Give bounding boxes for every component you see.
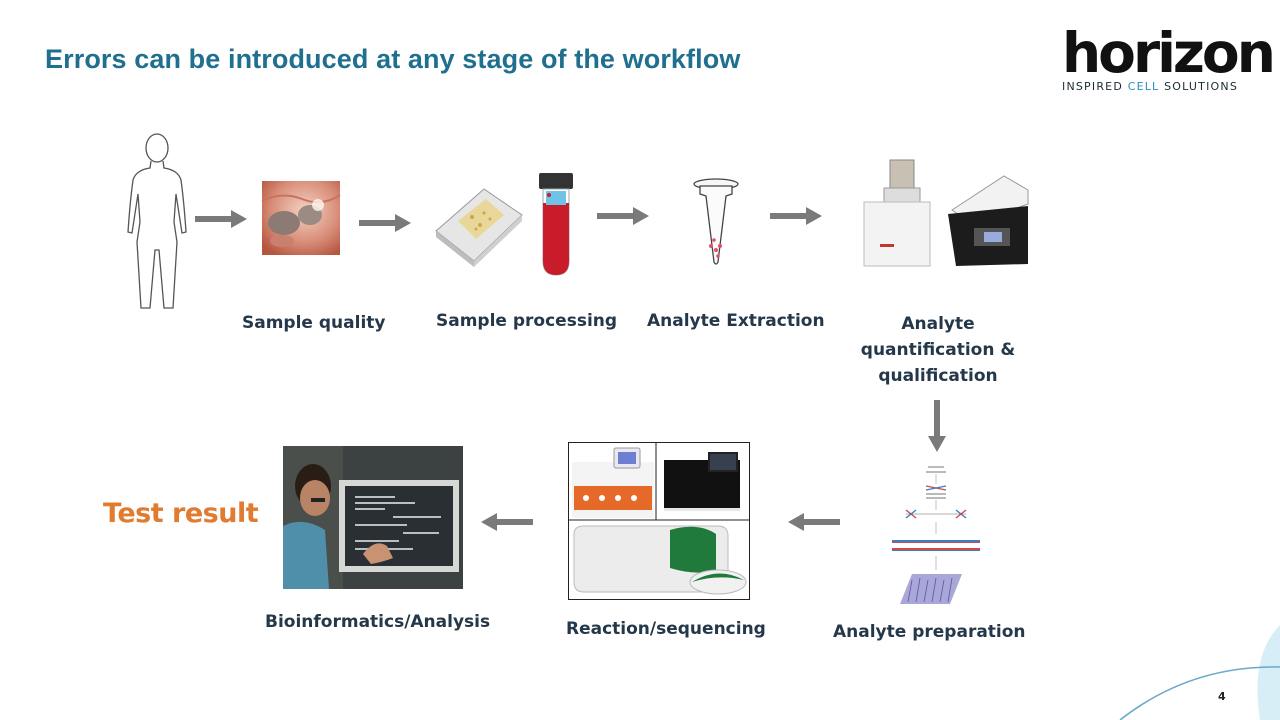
logo-tagline-pre: INSPIRED [1062, 80, 1128, 93]
logo-tagline: INSPIRED CELL SOLUTIONS [1062, 80, 1238, 93]
arrow-right-3 [597, 207, 649, 225]
microtube-image [693, 178, 739, 265]
arrow-left-1 [788, 513, 840, 531]
tissue-cassette-image [435, 188, 523, 267]
bioinformatics-photo [283, 446, 463, 589]
label-quant-line2: quantification & [860, 340, 1016, 360]
label-reaction-sequencing: Reaction/sequencing [566, 619, 766, 639]
tissue-sample-image [261, 181, 341, 255]
blood-tube-image [539, 173, 573, 276]
label-bioinformatics: Bioinformatics/Analysis [265, 612, 491, 632]
corner-swoosh-decoration [1119, 625, 1280, 720]
sequencers-image [568, 442, 750, 600]
label-quant-line3: qualification [878, 366, 998, 386]
arrow-down [928, 400, 946, 452]
label-analyte-quantification: Analyte quantification & qualification [858, 311, 1018, 389]
arrow-left-2 [481, 513, 533, 531]
logo-tagline-post: SOLUTIONS [1159, 80, 1239, 93]
label-analyte-preparation: Analyte preparation [833, 622, 1026, 642]
arrow-right-2 [359, 214, 411, 232]
label-sample-quality: Sample quality [242, 313, 386, 333]
test-result-label: Test result [103, 498, 259, 529]
label-quant-line1: Analyte [901, 314, 975, 334]
spectrophotometer-image [863, 159, 931, 267]
arrow-right-1 [195, 210, 247, 228]
fluorometer-image [948, 175, 1029, 266]
human-silhouette-icon [127, 133, 187, 309]
horizon-logo: horizon [1062, 21, 1276, 85]
page-number: 4 [1218, 690, 1226, 703]
label-analyte-extraction: Analyte Extraction [647, 311, 825, 331]
slide-title: Errors can be introduced at any stage of… [45, 44, 741, 74]
arrow-right-4 [770, 207, 822, 225]
label-sample-processing: Sample processing [436, 311, 618, 331]
library-prep-diagram [892, 466, 980, 604]
logo-tagline-cell: CELL [1127, 80, 1160, 93]
